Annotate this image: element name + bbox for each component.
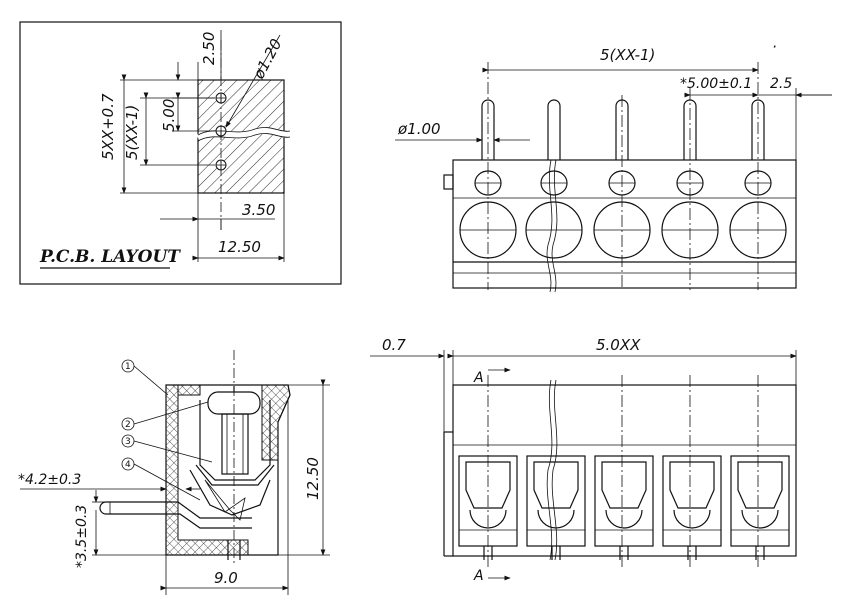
pcb-dim-pitch: 5(XX-1) — [123, 105, 141, 160]
top-view: 5(XX-1) *5.00±0.1 2.5 ø1.00 · — [395, 38, 832, 293]
callout-4: 4 — [125, 460, 131, 470]
terminal-4 — [662, 455, 722, 547]
section-label-top: A — [473, 370, 484, 386]
side-view: 1 2 3 4 *4.2±0.3 *3.5±0.3 12.50 — [18, 350, 330, 595]
top-dim-edge: 2.5 — [770, 76, 792, 92]
top-view-body — [452, 159, 797, 289]
pcb-dim-350: 3.50 — [242, 201, 275, 219]
pcb-dim-500: 5.00 — [160, 99, 178, 132]
pin-2 — [525, 99, 583, 259]
front-pin-stubs — [483, 546, 765, 560]
callout-1: 1 — [125, 362, 131, 372]
pcb-dim-hole: ø1.20 — [249, 36, 285, 83]
terminal-3 — [594, 455, 654, 547]
front-dim-offset: 0.7 — [382, 336, 406, 354]
side-dim-42: *4.2±0.3 — [18, 472, 81, 488]
pcb-layout-title: P.C.B. LAYOUT — [39, 247, 181, 267]
pcb-dim-1250: 12.50 — [218, 238, 261, 256]
front-terminals — [458, 455, 790, 547]
top-dim-pitch: *5.00±0.1 — [680, 76, 752, 92]
callout-2: 2 — [125, 420, 131, 430]
top-dim-pin: ø1.00 — [397, 120, 441, 138]
front-dim-overall: 5.0XX — [596, 336, 641, 354]
pcb-dim-width: 5XX+0.7 — [99, 93, 117, 160]
front-view: 5.0XX 0.7 A A — [370, 336, 797, 584]
callout-3: 3 — [125, 437, 131, 447]
section-label-bottom: A — [473, 568, 484, 584]
svg-text:·: · — [772, 38, 777, 56]
side-dim-35: *3.5±0.3 — [74, 505, 90, 568]
terminal-5 — [730, 455, 790, 547]
pcb-layout-panel: 5XX+0.7 5(XX-1) 5.00 2.50 ø1.20 3.50 12.… — [19, 21, 342, 285]
side-callouts: 1 2 3 4 — [121, 359, 213, 501]
pcb-dim-top: 2.50 — [200, 32, 218, 65]
terminal-2 — [526, 455, 586, 547]
side-dim-width: 9.0 — [214, 569, 238, 587]
front-view-body — [452, 384, 797, 557]
top-dim-overall: 5(XX-1) — [600, 46, 655, 64]
top-view-pins — [459, 99, 787, 259]
side-dim-height: 12.50 — [304, 457, 322, 500]
pcb-layout-frame — [19, 21, 342, 285]
